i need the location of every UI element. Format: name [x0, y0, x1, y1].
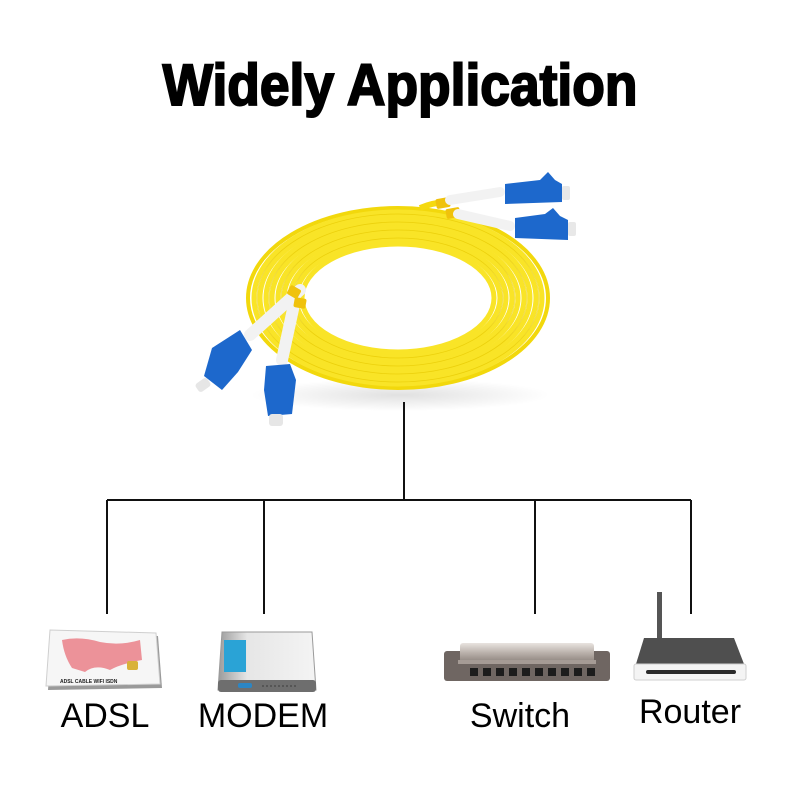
page-title: Widely Application [162, 52, 639, 119]
device-label-router: Router [638, 693, 742, 731]
device-label-modem: MODEM [197, 697, 329, 735]
device-label-switch: Switch [469, 697, 571, 735]
lc-connector-icon [195, 330, 252, 392]
fiber-patch-cord-image [195, 172, 576, 426]
adsl-card-text: ADSL CABLE WIFI ISDN [60, 679, 118, 685]
lc-connector-icon [505, 172, 570, 204]
connection-lines [106, 402, 692, 614]
router-icon [633, 592, 747, 681]
lc-connector-icon [515, 208, 576, 240]
switch-icon [444, 643, 610, 681]
modem-icon [217, 631, 317, 692]
device-label-adsl: ADSL [60, 697, 150, 735]
lc-connector-icon [264, 364, 296, 426]
adsl-card-icon: ADSL CABLE WIFI ISDN [45, 629, 162, 690]
